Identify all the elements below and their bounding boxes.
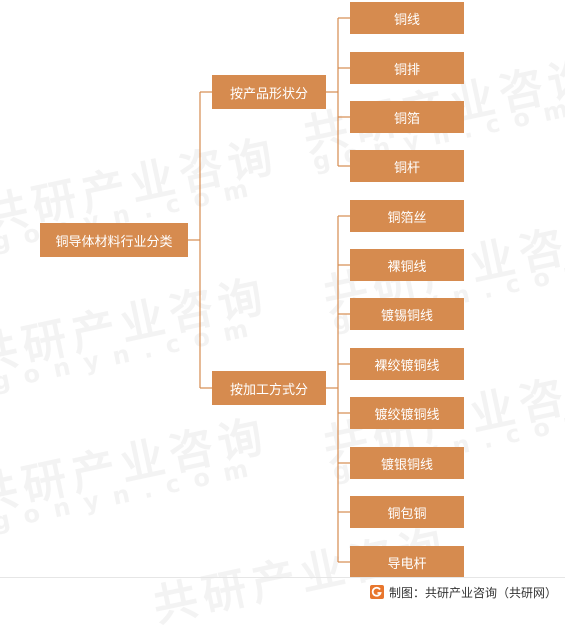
leaf-node: 镀锡铜线 xyxy=(350,298,464,330)
leaf-node: 镀绞镀铜线 xyxy=(350,397,464,429)
footer-credit: 制图：共研产业咨询（共研网） xyxy=(369,582,557,602)
root-node: 铜导体材料行业分类 xyxy=(40,223,188,257)
leaf-node: 镀银铜线 xyxy=(350,447,464,479)
footer-divider xyxy=(0,577,565,578)
leaf-node: 铜排 xyxy=(350,52,464,84)
connector-lines xyxy=(188,17,350,563)
branch-node-shape: 按产品形状分 xyxy=(212,75,326,109)
leaf-node: 铜包铜 xyxy=(350,496,464,528)
gonyn-logo-icon xyxy=(369,585,384,599)
leaf-node: 导电杆 xyxy=(350,546,464,578)
leaf-node: 铜箔丝 xyxy=(350,200,464,232)
branch-node-processing: 按加工方式分 xyxy=(212,371,326,405)
leaf-node: 裸铜线 xyxy=(350,249,464,281)
leaf-node: 裸绞镀铜线 xyxy=(350,348,464,380)
footer-credit-text: 制图：共研产业咨询（共研网） xyxy=(388,585,557,600)
leaf-node: 铜箔 xyxy=(350,101,464,133)
leaf-node: 铜线 xyxy=(350,2,464,34)
leaf-node: 铜杆 xyxy=(350,150,464,182)
